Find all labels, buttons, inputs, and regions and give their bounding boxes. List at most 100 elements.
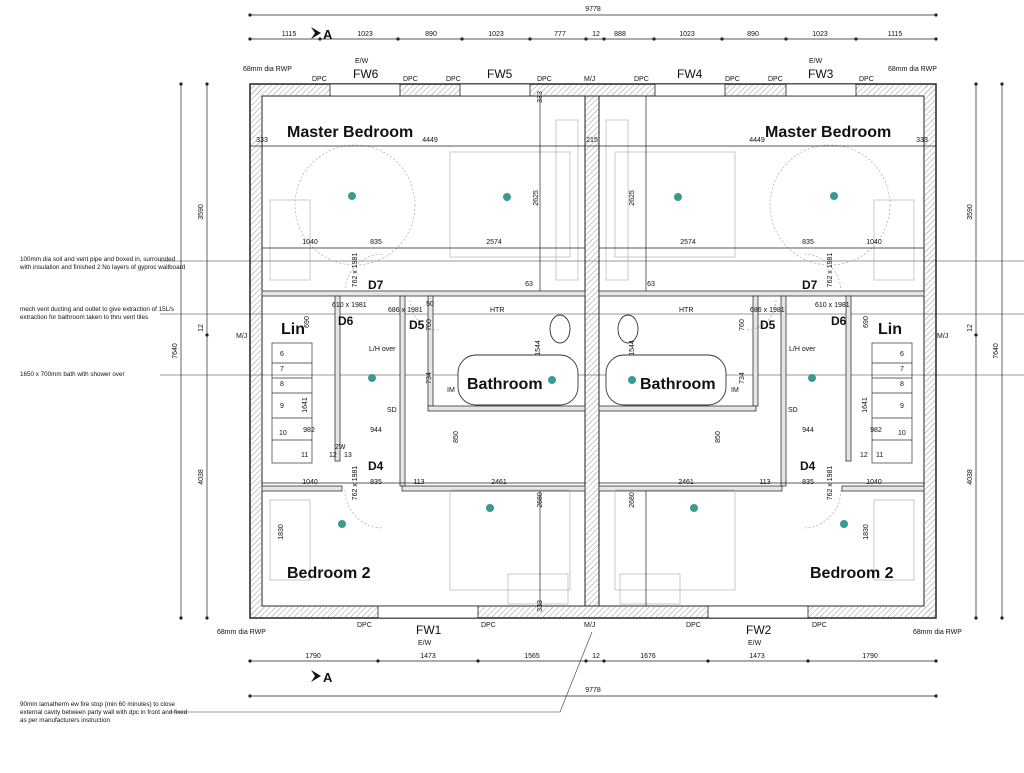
window-fw5: FW5	[487, 67, 513, 81]
im-label-l: IM	[447, 387, 455, 394]
door-size-762-bot-r: 762 x 1981	[827, 466, 834, 501]
room-bedroom2-right: Bedroom 2	[810, 565, 894, 582]
left-dim-mid: 12	[198, 324, 205, 332]
dim-944-l: 944	[370, 427, 382, 434]
corr-dim-2l: 835	[370, 239, 382, 246]
left-dim-lower: 4038	[198, 469, 205, 485]
top-dim-5: 777	[554, 31, 566, 38]
stair-2w-l: 2W	[335, 444, 346, 451]
note-fire-stop: 90mm lamatherm ew fire stop (min 60 minu…	[20, 701, 188, 724]
mj-label-left: M/J	[236, 333, 247, 340]
bottom-dim-7: 1790	[862, 653, 878, 660]
section-label-top: A	[323, 27, 333, 42]
mj-label-right: M/J	[937, 333, 948, 340]
left-dim-total: 7640	[172, 343, 179, 359]
door-size-686-r: 686 x 1981	[750, 307, 785, 314]
door-d7-right: D7	[802, 278, 818, 292]
bed2-dim-4l: 2461	[491, 479, 507, 486]
bed2-dim-1l: 1040	[302, 479, 318, 486]
door-swings	[294, 144, 891, 529]
door-size-762-top-l: 762 x 1981	[352, 253, 359, 288]
section-mark-bottom: A	[311, 670, 333, 685]
section-mark-top: A	[311, 27, 333, 42]
lh-over-r: L/H over	[789, 346, 816, 353]
bed2-dim-1r: 1040	[866, 479, 882, 486]
bottom-dim-2: 1473	[420, 653, 436, 660]
top-dim-9: 890	[747, 31, 759, 38]
sd-label-r: SD	[788, 407, 798, 414]
bottom-dim-1: 1790	[305, 653, 321, 660]
dpc-label-1: DPC	[312, 76, 327, 83]
wall-dim-right: 333	[916, 137, 928, 144]
right-dim-upper: 3590	[967, 204, 974, 220]
stair-step-10-r: 10	[898, 430, 906, 437]
stair-step-8-l: 8	[280, 381, 284, 388]
dimension-ticks	[179, 13, 1004, 698]
note-vent: mech vent ducting and outlet to give ext…	[20, 306, 175, 321]
dpc-label-3: DPC	[446, 76, 461, 83]
bed-width-right: 4449	[749, 137, 765, 144]
vdim-734-r: 734	[739, 372, 746, 384]
door-size-762-top-r: 762 x 1981	[827, 253, 834, 288]
right-dim-total: 7640	[993, 343, 1000, 359]
left-dim-upper: 3590	[198, 204, 205, 220]
baths	[457, 314, 727, 406]
stair-step-7-r: 7	[900, 366, 904, 373]
dim-63-l: 63	[525, 281, 533, 288]
dim-63-r: 63	[647, 281, 655, 288]
door-d6-right: D6	[831, 314, 847, 328]
stairs	[271, 342, 913, 464]
top-dim-7: 888	[614, 31, 626, 38]
top-dim-2: 1023	[357, 31, 373, 38]
door-d4-right: D4	[800, 459, 816, 473]
top-dim-10: 1023	[812, 31, 828, 38]
mj-label-bottom: M/J	[584, 622, 595, 629]
ew-label-fw2: E/W	[748, 640, 762, 647]
dpc-label-11: DPC	[686, 622, 701, 629]
note-soil-pipe: 100mm dia soil and vent pipe and boxed i…	[20, 256, 186, 271]
corr-dim-2r: 835	[802, 239, 814, 246]
htr-label-r: HTR	[679, 307, 693, 314]
wall-333-upper-l: 333	[537, 91, 544, 103]
corr-dim-1r: 1040	[866, 239, 882, 246]
door-size-686-l: 686 x 1981	[388, 307, 423, 314]
rwp-label-tl: 68mm dia RWP	[243, 66, 292, 73]
stair-step-9-l: 9	[280, 403, 284, 410]
vdim-2680-r: 2680	[629, 492, 636, 508]
wall-333-lower-l: 333	[537, 600, 544, 612]
sd-label-l: SD	[387, 407, 397, 414]
door-d5-left: D5	[409, 318, 425, 332]
vdim-760-l: 760	[426, 319, 433, 331]
door-d5-right: D5	[760, 318, 776, 332]
note-bath: 1650 x 700mm bath with shower over	[20, 371, 125, 378]
stair-step-12-l: 12	[329, 452, 337, 459]
stair-step-12-r: 12	[860, 452, 868, 459]
stair-step-9-r: 9	[900, 403, 904, 410]
external-walls	[249, 83, 937, 619]
dpc-label-7: DPC	[768, 76, 783, 83]
window-fw3: FW3	[808, 67, 834, 81]
vdim-2625-r: 2625	[629, 190, 636, 206]
bed2-dim-2r: 835	[802, 479, 814, 486]
ew-label-fw3: E/W	[809, 58, 823, 65]
vdim-1544-l: 1544	[535, 340, 542, 356]
top-dim-6: 12	[592, 31, 600, 38]
section-label-bottom: A	[323, 670, 333, 685]
top-dim-3: 890	[425, 31, 437, 38]
door-size-762-bot-l: 762 x 1981	[352, 466, 359, 501]
bed2-dim-3r: 113	[759, 479, 770, 486]
bottom-dim-3: 1565	[524, 653, 540, 660]
vdim-1641-l: 1641	[302, 397, 309, 413]
dpc-label-6: DPC	[725, 76, 740, 83]
window-fw6: FW6	[353, 67, 379, 81]
stair-step-6-r: 6	[900, 351, 904, 358]
stair-step-8-r: 8	[900, 381, 904, 388]
dpc-label-4: DPC	[537, 76, 552, 83]
dim-982-r: 982	[870, 427, 882, 434]
vdim-734-l: 734	[426, 372, 433, 384]
stair-step-11-r: 11	[876, 452, 883, 459]
rwp-label-tr: 68mm dia RWP	[888, 66, 937, 73]
dim-982-l: 982	[303, 427, 315, 434]
bed-width-left: 4449	[422, 137, 438, 144]
